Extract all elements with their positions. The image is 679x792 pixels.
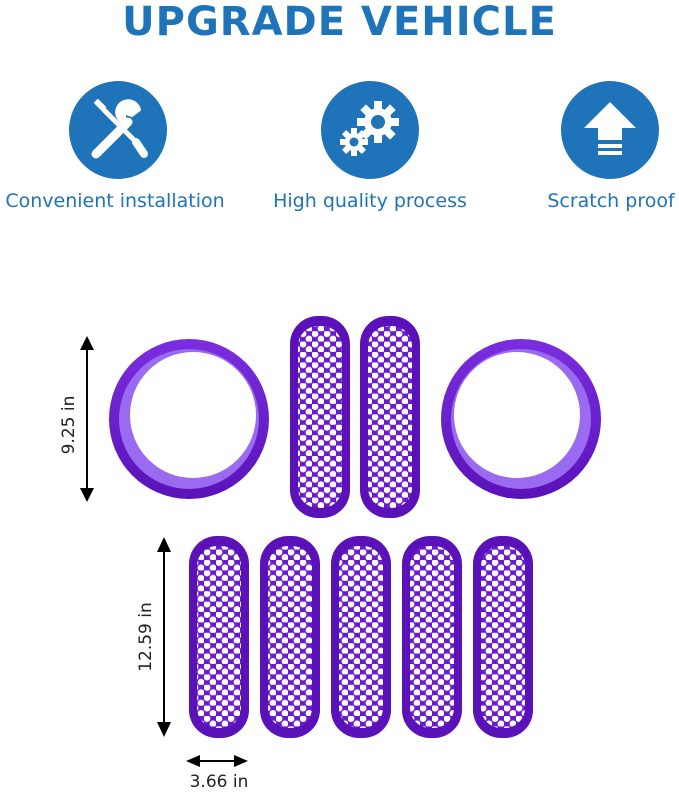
headlight-ring-left (109, 339, 269, 499)
up-arrow-icon (561, 81, 659, 179)
headlight-ring-right (441, 339, 601, 499)
feature-label-quality: High quality process (273, 190, 467, 212)
feature-label-scratch: Scratch proof (547, 190, 675, 212)
grille-width-label: 3.66 in (190, 772, 249, 792)
grille-insert-bottom-5 (473, 536, 533, 738)
wrench-screwdriver-icon (69, 81, 167, 179)
gears-icon (321, 81, 419, 179)
grille-insert-bottom-1 (189, 536, 249, 738)
grille-height-label: 12.59 in (136, 602, 156, 672)
grille-insert-bottom-2 (260, 536, 320, 738)
grille-insert-bottom-3 (331, 536, 391, 738)
ring-height-label: 9.25 in (59, 396, 79, 455)
grille-height-dimension-arrow (157, 537, 171, 737)
ring-height-dimension-arrow (80, 336, 94, 502)
grille-insert-top-left (290, 316, 350, 518)
grille-insert-top-right (360, 316, 420, 518)
grille-insert-bottom-4 (402, 536, 462, 738)
product-illustration: 9.25 in 12.59 in 3.66 in (59, 316, 601, 792)
page-title: UPGRADE VEHICLE (122, 0, 557, 45)
feature-label-installation: Convenient installation (5, 190, 225, 212)
grille-width-dimension-arrow (186, 755, 248, 767)
